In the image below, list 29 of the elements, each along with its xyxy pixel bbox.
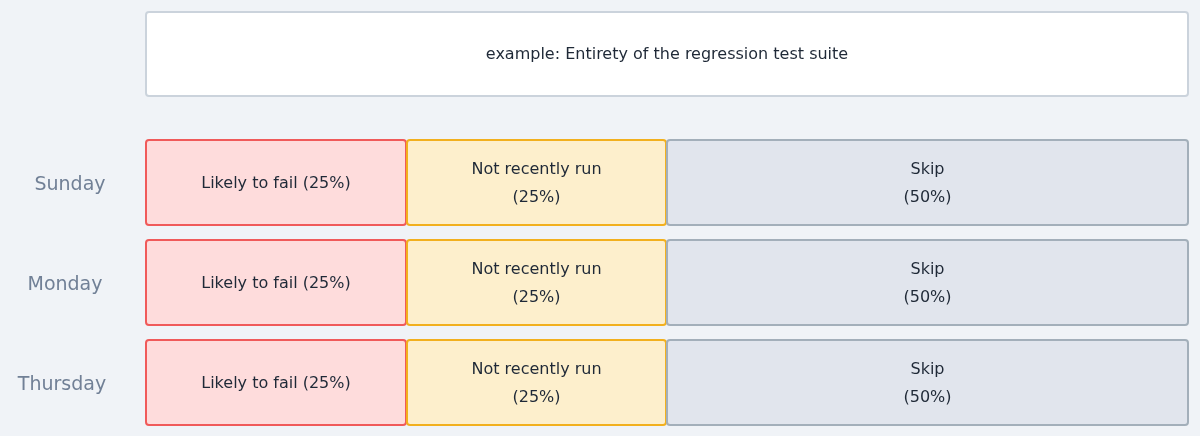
percentage-label: (25%) bbox=[512, 185, 561, 208]
day-label: Thursday bbox=[16, 371, 108, 395]
test-suite-box bbox=[145, 11, 1189, 97]
not-recently-run-segment bbox=[406, 139, 667, 226]
segment-label: Skip bbox=[910, 257, 945, 280]
likely-to-fail-segment bbox=[145, 239, 407, 326]
segment-label: Not recently run bbox=[471, 357, 602, 380]
percentage-label: (25%) bbox=[512, 285, 561, 308]
skip-segment bbox=[666, 339, 1189, 426]
day-label: Sunday bbox=[33, 171, 107, 195]
day-label: Monday bbox=[26, 271, 104, 295]
percentage-label: (25%) bbox=[512, 385, 561, 408]
segment-label: Skip bbox=[910, 357, 945, 380]
not-recently-run-segment bbox=[406, 339, 667, 426]
segment-label: Likely to fail (25%) bbox=[201, 171, 351, 194]
segment-label: Likely to fail (25%) bbox=[201, 271, 351, 294]
segment-label: Skip bbox=[910, 157, 945, 180]
segment-label: Not recently run bbox=[471, 157, 602, 180]
segment-label: Not recently run bbox=[471, 257, 602, 280]
skip-segment bbox=[666, 139, 1189, 226]
percentage-label: (50%) bbox=[903, 385, 952, 408]
likely-to-fail-segment bbox=[145, 139, 407, 226]
segment-label: Likely to fail (25%) bbox=[201, 371, 351, 394]
skip-segment bbox=[666, 239, 1189, 326]
percentage-label: (50%) bbox=[903, 285, 952, 308]
description-text: example: Entirety of the regression test suite bbox=[485, 43, 849, 65]
likely-to-fail-segment bbox=[145, 339, 407, 426]
not-recently-run-segment bbox=[406, 239, 667, 326]
percentage-label: (50%) bbox=[903, 185, 952, 208]
